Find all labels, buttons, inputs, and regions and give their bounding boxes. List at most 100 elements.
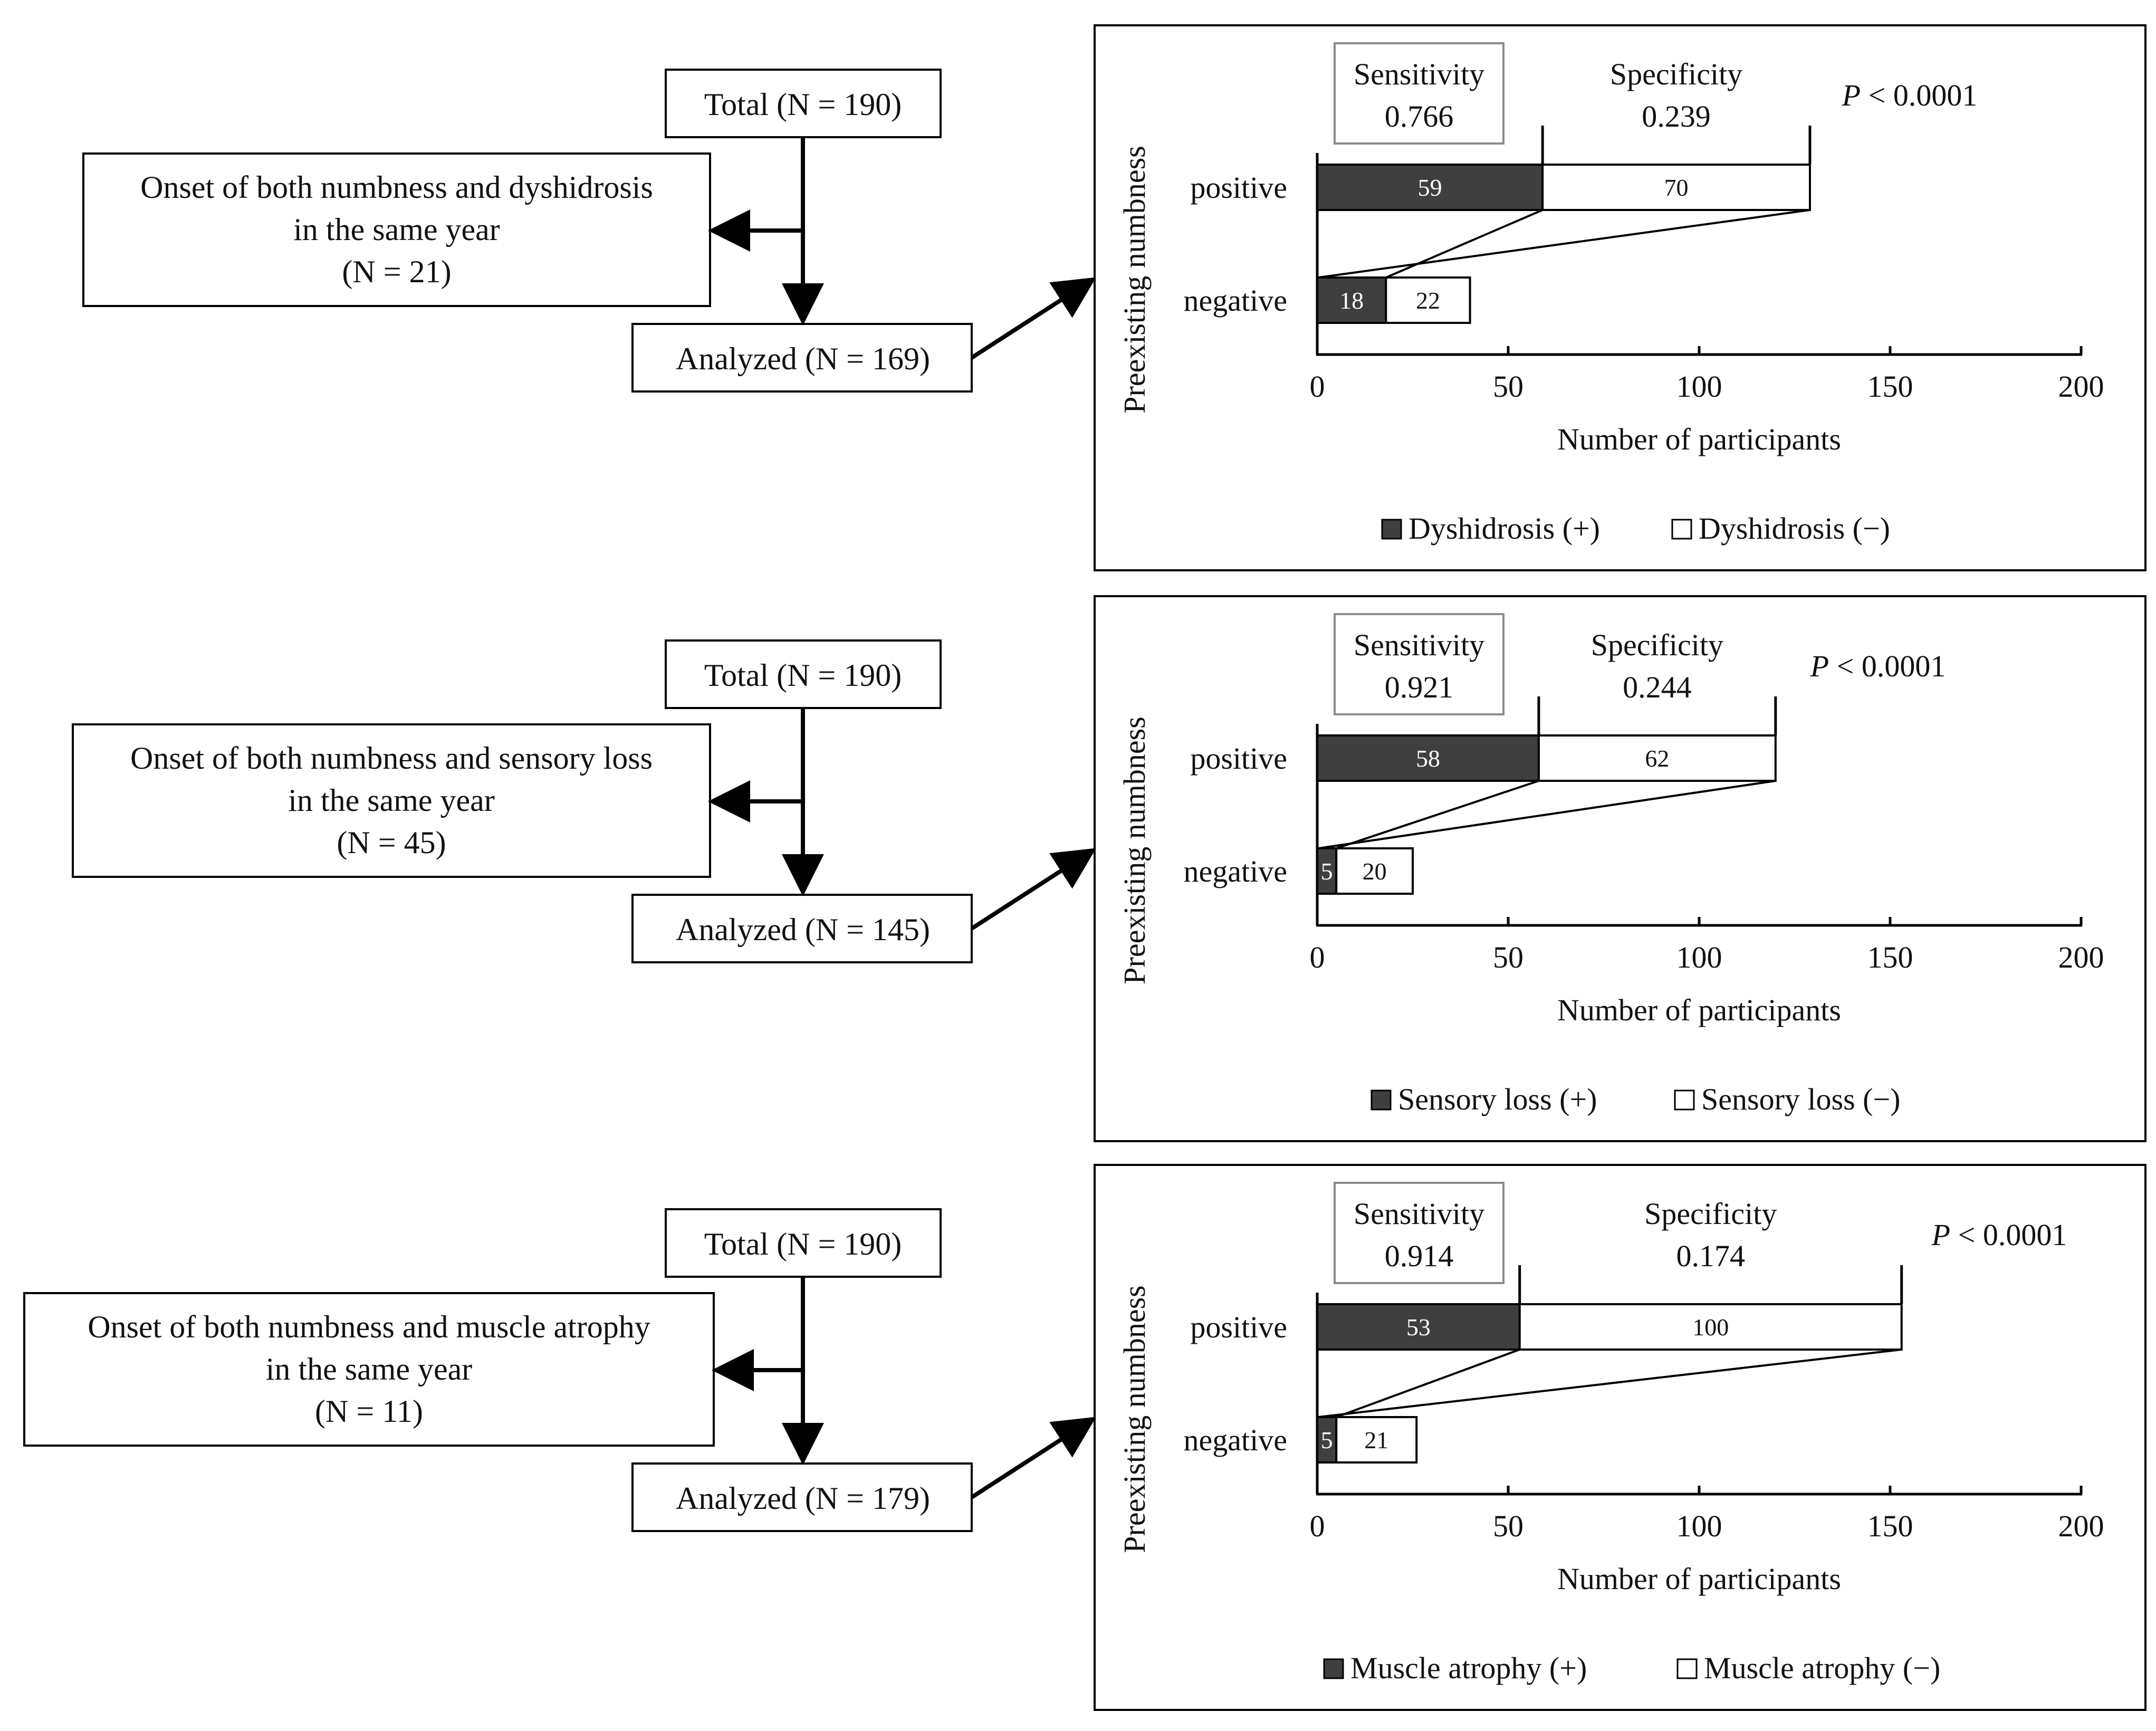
legend-swatch-minus xyxy=(1671,519,1692,540)
legend-swatch-minus xyxy=(1674,1089,1695,1111)
sensitivity-value: 0.921 xyxy=(1385,670,1454,704)
legend: Sensory loss (+)Sensory loss (−) xyxy=(1371,1082,1900,1116)
y-axis-title: Preexisting numbness xyxy=(1117,146,1152,413)
category-label-negative: negative xyxy=(1184,1423,1287,1457)
excluded-label-line-1: Onset of both numbness and sensory loss xyxy=(130,741,653,776)
analyzed-label: Analyzed (N = 179) xyxy=(676,1481,930,1516)
analyzed-label: Analyzed (N = 145) xyxy=(676,912,930,947)
excluded-label-line-1: Onset of both numbness and dyshidrosis xyxy=(140,170,653,205)
x-axis-title: Number of participants xyxy=(1557,422,1841,456)
excluded-label-line-1: Onset of both numbness and muscle atroph… xyxy=(88,1309,650,1344)
excluded-label-line-3: (N = 21) xyxy=(342,254,451,289)
data-label-positive-plus: 59 xyxy=(1418,174,1442,201)
bar-negative-plus xyxy=(1316,1416,1338,1464)
specificity-label: Specificity xyxy=(1644,1197,1777,1231)
flow-diagram-3: Total (N = 190) Onset of both numbness an… xyxy=(23,1208,1097,1532)
flow-arrow-to-chart xyxy=(970,1417,1097,1499)
x-tick-label: 50 xyxy=(1493,940,1523,974)
x-tick-label: 0 xyxy=(1310,1509,1325,1543)
connector-line-total xyxy=(1318,780,1776,849)
x-axis-title: Number of participants xyxy=(1557,1562,1841,1596)
specificity-label: Specificity xyxy=(1591,628,1723,662)
bar-positive-minus xyxy=(1541,164,1811,211)
total-label: Total (N = 190) xyxy=(704,87,902,122)
connector-line-total xyxy=(1318,1349,1902,1418)
p-value-text: < 0.0001 xyxy=(1950,1218,2067,1252)
flow-diagram-2: Total (N = 190) Onset of both numbness an… xyxy=(72,639,1097,963)
sensitivity-label: Sensitivity xyxy=(1354,628,1484,662)
bar-positive-plus xyxy=(1316,734,1540,782)
data-label-positive-minus: 70 xyxy=(1664,174,1689,201)
sensitivity-value: 0.766 xyxy=(1385,99,1454,133)
excluded-label-line-3: (N = 11) xyxy=(315,1394,423,1429)
legend: Muscle atrophy (+)Muscle atrophy (−) xyxy=(1323,1651,1940,1685)
legend-swatch-plus xyxy=(1381,519,1402,540)
bar-negative-minus xyxy=(1385,276,1471,324)
bar-negative-plus xyxy=(1316,847,1338,895)
x-tick-label: 150 xyxy=(1867,369,1913,404)
legend-label-minus: Dyshidrosis (−) xyxy=(1699,511,1890,546)
panel-3: Total (N = 190) Onset of both numbness an… xyxy=(23,1164,2147,1711)
p-value-text: < 0.0001 xyxy=(1829,649,1946,683)
x-tick-label: 200 xyxy=(2058,1509,2104,1543)
chart-frame xyxy=(1094,24,2147,571)
legend-label-minus: Sensory loss (−) xyxy=(1701,1082,1900,1116)
x-tick-label: 200 xyxy=(2058,369,2104,404)
total-box xyxy=(665,639,942,709)
data-label-negative-plus: 18 xyxy=(1339,287,1364,314)
p-value-symbol: P xyxy=(1810,649,1829,683)
legend-swatch-plus xyxy=(1371,1089,1392,1111)
data-label-positive-plus: 58 xyxy=(1416,745,1440,772)
p-value-text: < 0.0001 xyxy=(1861,78,1977,112)
category-label-positive: positive xyxy=(1190,741,1287,776)
connector-line-plus xyxy=(1385,209,1543,279)
category-label-positive: positive xyxy=(1190,1310,1287,1344)
legend-label-minus: Muscle atrophy (−) xyxy=(1704,1651,1940,1685)
bar-positive-minus xyxy=(1518,1303,1903,1351)
excluded-label-line-2: in the same year xyxy=(288,783,495,818)
data-label-positive-plus: 53 xyxy=(1406,1314,1431,1341)
category-label-negative: negative xyxy=(1184,854,1287,888)
specificity-label: Specificity xyxy=(1610,57,1742,91)
excluded-label-line-3: (N = 45) xyxy=(337,825,446,860)
analyzed-label: Analyzed (N = 169) xyxy=(676,341,930,376)
p-value-symbol: P xyxy=(1842,78,1861,112)
panel-2: Total (N = 190) Onset of both numbness an… xyxy=(72,595,2147,1142)
sensitivity-label: Sensitivity xyxy=(1354,57,1484,91)
analyzed-box xyxy=(631,894,973,963)
flow-arrow-to-chart xyxy=(970,848,1097,931)
category-label-positive: positive xyxy=(1190,170,1287,205)
p-value: P < 0.0001 xyxy=(1931,1218,2067,1252)
specificity-value: 0.244 xyxy=(1623,670,1692,704)
x-tick-label: 150 xyxy=(1867,1509,1913,1543)
sensitivity-value: 0.914 xyxy=(1385,1239,1454,1273)
y-axis-title: Preexisting numbness xyxy=(1117,716,1152,984)
data-label-negative-minus: 20 xyxy=(1363,858,1387,885)
x-axis-title: Number of participants xyxy=(1557,993,1841,1027)
bar-positive-plus xyxy=(1316,164,1544,211)
bar-negative-plus xyxy=(1316,276,1387,324)
x-tick-label: 100 xyxy=(1676,940,1722,974)
p-value: P < 0.0001 xyxy=(1842,78,1978,112)
flow-diagram-1: Total (N = 190) Onset of both numbness an… xyxy=(82,69,1097,393)
x-tick-label: 100 xyxy=(1676,1509,1722,1543)
sensitivity-label: Sensitivity xyxy=(1354,1197,1484,1231)
x-tick-label: 150 xyxy=(1867,940,1913,974)
y-axis-title: Preexisting numbness xyxy=(1117,1285,1152,1553)
category-label-negative: negative xyxy=(1184,283,1287,318)
excluded-label-line-2: in the same year xyxy=(293,212,500,247)
total-label: Total (N = 190) xyxy=(704,1227,902,1261)
legend: Dyshidrosis (+)Dyshidrosis (−) xyxy=(1381,511,1890,546)
bar-positive-minus xyxy=(1537,734,1777,782)
bar-negative-minus xyxy=(1335,1416,1418,1464)
sensitivity-box xyxy=(1334,613,1505,715)
total-label: Total (N = 190) xyxy=(704,658,902,693)
excluded-label-line-2: in the same year xyxy=(266,1352,473,1386)
data-label-negative-plus: 5 xyxy=(1321,1427,1333,1453)
flow-arrow-to-chart xyxy=(970,277,1097,360)
x-tick-label: 50 xyxy=(1493,369,1523,404)
connector-line-total xyxy=(1318,209,1810,279)
